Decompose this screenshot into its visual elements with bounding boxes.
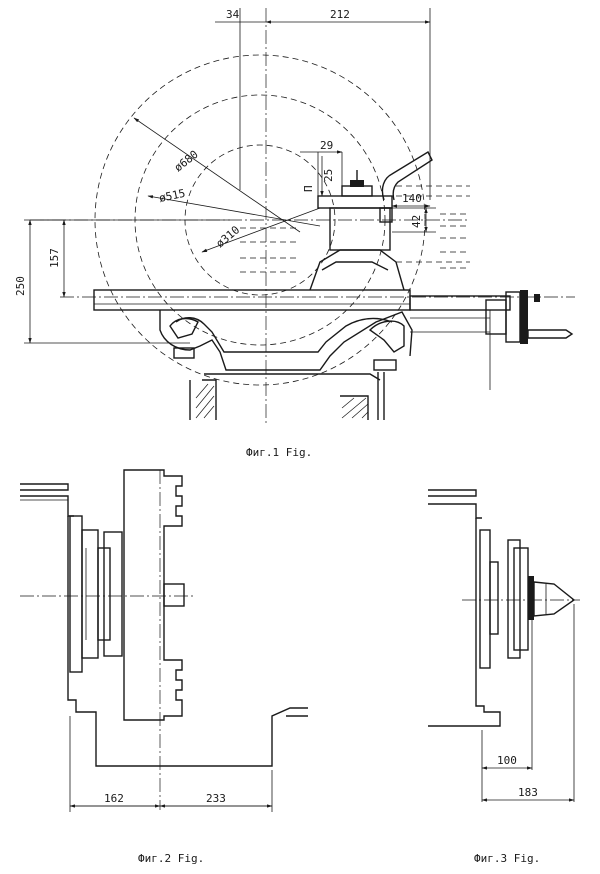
headstock-top (20, 483, 69, 491)
carriage-body (309, 249, 405, 291)
spindle-flange (69, 515, 83, 673)
fig3-base (428, 518, 501, 727)
feed-screw-housing (409, 295, 511, 311)
dim-25: 25 (322, 169, 335, 182)
handwheel-hub (520, 290, 528, 344)
right-dovetail (368, 320, 405, 353)
figure-3: 100 183 Фиг.3 Fig. (428, 489, 580, 865)
spindle-flange-inner (81, 529, 99, 659)
fig3-nose (528, 576, 534, 620)
dim-d680: ø680 (172, 148, 201, 175)
dashed-tool-positions-right (396, 185, 470, 269)
cross-table (93, 289, 411, 311)
carriage-base (321, 261, 389, 271)
fig3-faceplate-rim (513, 547, 529, 651)
base-outline (67, 516, 308, 767)
dim-d515: ø515 (158, 187, 187, 205)
bed-hatching-left (195, 383, 215, 419)
dim-29: 29 (320, 139, 333, 152)
right-gib (373, 359, 397, 371)
chuck-boss (163, 583, 185, 607)
figure-1-caption: Фиг.1 Fig. (246, 446, 312, 459)
leader-680 (133, 117, 301, 233)
headstock-body (20, 495, 74, 517)
dim-183: 183 (518, 786, 538, 799)
tool-post-lever (381, 151, 433, 201)
dashed-tool-positions-left (240, 227, 300, 273)
saddle-outline (159, 310, 413, 371)
dim-157: 157 (48, 248, 61, 268)
leader-515 (147, 195, 321, 227)
dim-140: 140 (402, 192, 422, 205)
tool-post-block (329, 207, 391, 251)
figure-2: 162 233 Фиг.2 Fig. (20, 469, 308, 865)
fig3-headstock-body (428, 503, 482, 519)
chuck-body (123, 469, 183, 721)
figure-2-caption: Фиг.2 Fig. (138, 852, 204, 865)
fig3-spindle-flange (479, 529, 491, 669)
cross-slide (317, 195, 393, 209)
dim-212: 212 (330, 8, 350, 21)
fig3-spindle-inner (489, 561, 499, 635)
cutting-tool (379, 207, 393, 223)
bed-outline (189, 372, 385, 420)
bed-hatching-right (341, 397, 369, 419)
handwheel-knob (534, 294, 540, 302)
figure-1: 34 212 ø680 ø515 ø310 29 25 П 140 42 (14, 8, 575, 459)
figure-3-caption: Фиг.3 Fig. (474, 852, 540, 865)
faceplate-hub-inner (103, 531, 123, 657)
handwheel-collar (485, 299, 507, 335)
fig3-faceplate (507, 539, 521, 659)
handwheel-dial (505, 291, 521, 343)
saddle-inner (175, 317, 393, 353)
dim-233: 233 (206, 792, 226, 805)
dim-34: 34 (226, 8, 240, 21)
dim-100: 100 (497, 754, 517, 767)
left-gib (173, 347, 195, 359)
dim-162: 162 (104, 792, 124, 805)
tool-post-nut (350, 180, 364, 187)
dim-42: 42 (410, 215, 423, 228)
dim-250: 250 (14, 276, 27, 296)
left-dovetail (169, 317, 199, 339)
fig3-center-point (533, 581, 576, 617)
dim-n-mark: П (302, 185, 315, 192)
leader-310 (201, 207, 321, 253)
tool-post-cap (341, 185, 373, 197)
handle-crank (527, 329, 574, 339)
bed-cross (204, 373, 381, 381)
dim-d310: ø310 (214, 223, 243, 250)
fig3-headstock-top (428, 489, 477, 497)
